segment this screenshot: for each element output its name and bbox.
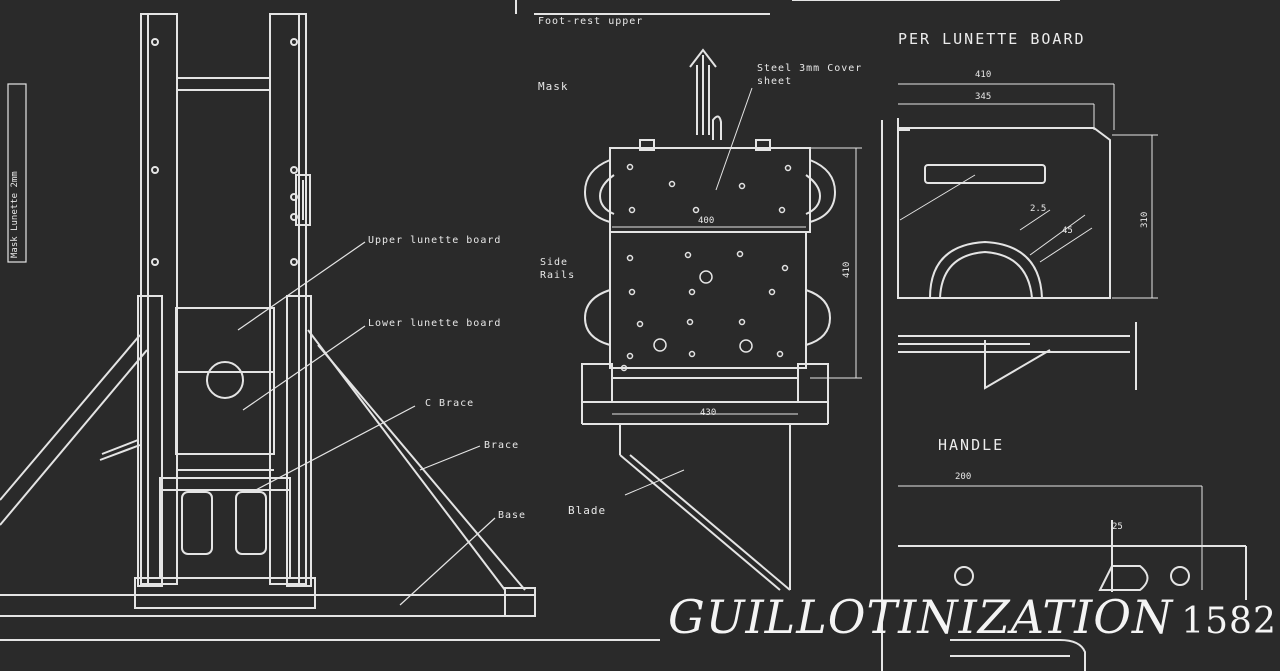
dim-mask-height: 410 — [842, 261, 852, 278]
dim-handle-width: 200 — [955, 472, 972, 482]
dim-lunette-total: 410 — [975, 70, 992, 80]
handle-heading: HANDLE — [938, 436, 1005, 454]
steel-sheet-label: Steel 3mm Cover sheet — [757, 63, 863, 87]
lunette-boards — [175, 307, 275, 471]
braces — [0, 329, 526, 591]
dim-angle-2: 45 — [1062, 226, 1073, 236]
base-plank — [0, 577, 660, 641]
dim-lunette-height: 310 — [1140, 211, 1150, 228]
upper-lunette-label: Upper lunette board — [368, 235, 502, 246]
lunette-heading: PER LUNETTE BOARD — [898, 30, 1086, 48]
top-note: Foot-rest upper — [538, 16, 644, 27]
dim-angle-1: 2.5 — [1030, 204, 1047, 214]
mask-drawing — [581, 48, 862, 591]
c-brace-label: C Brace — [425, 398, 475, 409]
dim-blade-width: 430 — [700, 408, 717, 418]
side-rails-label: Side Rails — [540, 257, 576, 281]
logo-year: 1582 — [1181, 601, 1277, 642]
side-caption: Mask Lunette 2mm — [10, 171, 20, 258]
guillotine-frame — [137, 13, 312, 587]
brace-label: Brace — [484, 440, 520, 451]
dim-mask-width: 400 — [698, 216, 715, 226]
logo-text: GUILLOTINIZATION — [668, 590, 1174, 644]
base-label: Base — [498, 510, 527, 521]
lower-lunette-label: Lower lunette board — [368, 318, 502, 329]
blade-label: Blade — [568, 504, 607, 517]
dim-lunette-slot: 345 — [975, 92, 992, 102]
lunette-detail — [881, 83, 1247, 671]
dim-handle-small: 25 — [1112, 522, 1123, 532]
mask-label: Mask — [538, 80, 569, 93]
